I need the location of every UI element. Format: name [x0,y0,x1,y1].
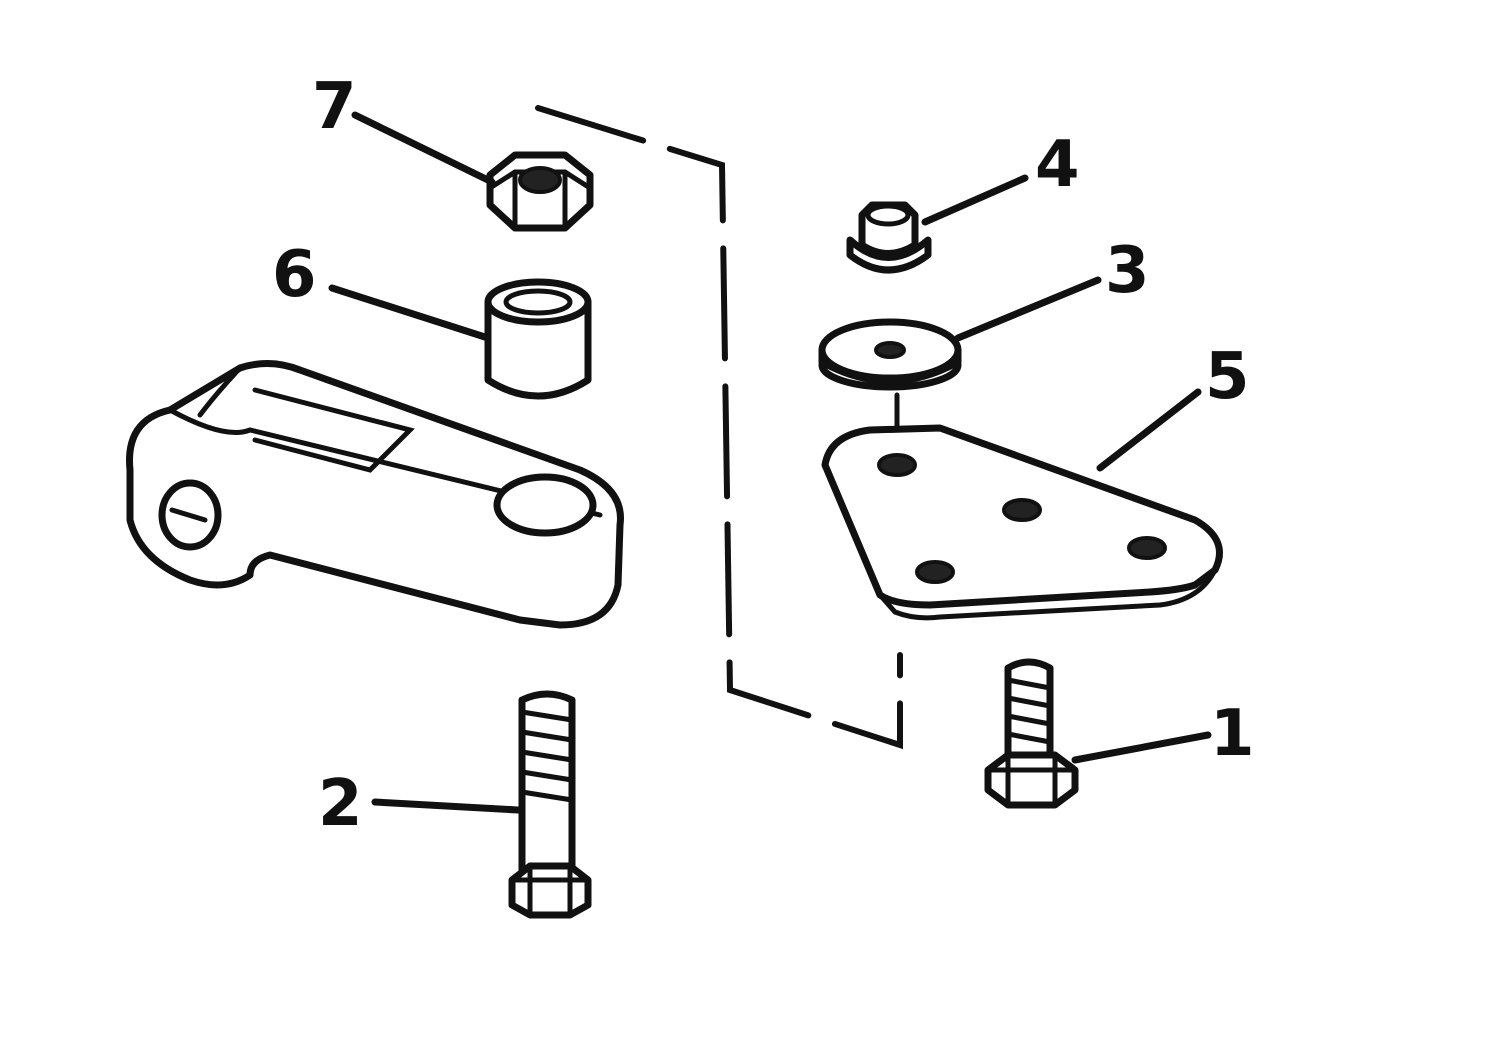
callout-6: 6 [272,238,317,312]
part-2-long-bolt [508,690,592,919]
leader-line-3 [954,276,1102,342]
callout-5: 5 [1205,340,1250,414]
callout-4: 4 [1035,128,1080,202]
part-3-washer [818,318,962,391]
leader-line-5 [1096,388,1202,472]
callout-1: 1 [1210,697,1255,771]
leader-line-2 [371,798,522,814]
part-5-triangle-plate [821,424,1223,621]
part-1-short-bolt [984,658,1079,809]
part-7-hex-nut [486,151,594,232]
leader-line-1 [1071,731,1212,764]
part-6-bushing [484,278,592,400]
alignment-dashed-line [535,105,903,750]
leader-line-7 [351,111,496,186]
callout-2: 2 [318,767,363,841]
part-4-flanged-nut [846,201,932,274]
callout-7: 7 [312,70,357,144]
leader-line-4 [921,174,1029,226]
leader-line-6 [328,284,492,342]
lever-arm [126,360,624,629]
callout-3: 3 [1105,234,1150,308]
